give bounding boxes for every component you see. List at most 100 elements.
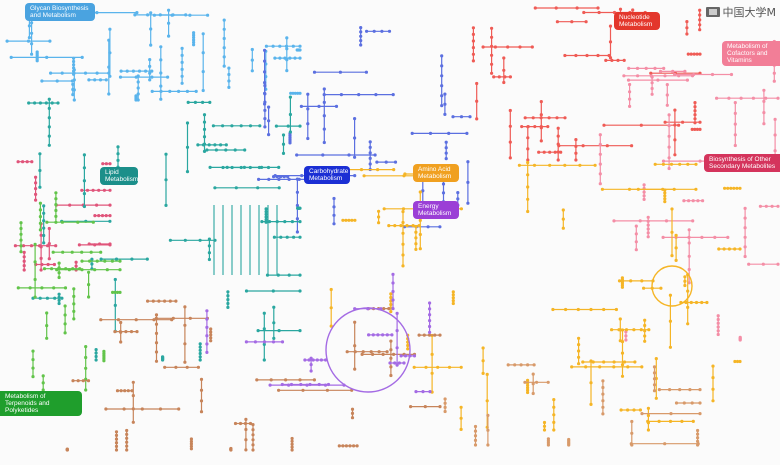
compound-node[interactable]: [80, 250, 84, 254]
compound-node[interactable]: [657, 388, 662, 392]
compound-node[interactable]: [642, 197, 646, 201]
compound-node[interactable]: [555, 20, 560, 24]
compound-node[interactable]: [47, 242, 51, 246]
compound-node[interactable]: [451, 301, 455, 306]
compound-node[interactable]: [91, 220, 95, 224]
compound-node[interactable]: [726, 186, 730, 190]
compound-node[interactable]: [471, 59, 475, 63]
compound-node[interactable]: [319, 358, 323, 362]
compound-node[interactable]: [225, 165, 229, 169]
compound-node[interactable]: [47, 116, 51, 120]
category-label-secondary-metabolites[interactable]: Biosynthesis of Other Secondary Metaboli…: [704, 154, 780, 172]
compound-node[interactable]: [152, 318, 156, 322]
compound-node[interactable]: [137, 69, 142, 73]
compound-node[interactable]: [39, 268, 43, 272]
compound-node[interactable]: [444, 140, 448, 144]
compound-node[interactable]: [202, 149, 207, 153]
compound-node[interactable]: [414, 242, 418, 246]
compound-node[interactable]: [598, 152, 602, 156]
compound-node[interactable]: [668, 388, 672, 392]
compound-node[interactable]: [61, 250, 65, 254]
compound-node[interactable]: [490, 62, 494, 66]
compound-node[interactable]: [417, 333, 421, 337]
compound-node[interactable]: [258, 124, 262, 128]
compound-node[interactable]: [84, 355, 88, 360]
compound-node[interactable]: [443, 401, 447, 405]
compound-node[interactable]: [291, 44, 295, 48]
compound-node[interactable]: [668, 319, 673, 323]
compound-node[interactable]: [673, 108, 677, 112]
compound-node[interactable]: [192, 38, 196, 42]
compound-node[interactable]: [111, 290, 115, 294]
compound-node[interactable]: [438, 405, 442, 409]
compound-node[interactable]: [209, 339, 213, 343]
compound-node[interactable]: [687, 228, 691, 232]
compound-node[interactable]: [517, 163, 522, 167]
compound-node[interactable]: [667, 156, 671, 160]
compound-node[interactable]: [738, 247, 742, 251]
compound-node[interactable]: [263, 84, 267, 88]
compound-node[interactable]: [244, 417, 248, 421]
compound-node[interactable]: [192, 31, 196, 35]
compound-node[interactable]: [632, 408, 636, 412]
compound-node[interactable]: [692, 72, 696, 77]
compound-node[interactable]: [250, 69, 254, 73]
compound-node[interactable]: [387, 29, 392, 33]
compound-node[interactable]: [260, 220, 264, 224]
compound-node[interactable]: [57, 292, 61, 296]
compound-node[interactable]: [159, 45, 163, 49]
compound-node[interactable]: [113, 303, 117, 307]
compound-node[interactable]: [192, 35, 196, 40]
compound-node[interactable]: [213, 186, 217, 190]
compound-node[interactable]: [542, 150, 546, 154]
compound-node[interactable]: [459, 427, 463, 431]
compound-node[interactable]: [622, 360, 627, 364]
compound-node[interactable]: [375, 160, 379, 164]
compound-node[interactable]: [430, 352, 434, 356]
compound-node[interactable]: [80, 259, 84, 263]
compound-node[interactable]: [347, 153, 351, 157]
compound-node[interactable]: [33, 277, 37, 282]
compound-node[interactable]: [441, 182, 446, 186]
compound-node[interactable]: [667, 145, 671, 149]
compound-node[interactable]: [481, 359, 485, 363]
compound-node[interactable]: [344, 444, 348, 448]
compound-node[interactable]: [685, 26, 689, 30]
compound-node[interactable]: [298, 273, 302, 277]
compound-node[interactable]: [184, 13, 188, 17]
compound-node[interactable]: [242, 165, 246, 169]
compound-node[interactable]: [689, 52, 693, 56]
compound-node[interactable]: [264, 210, 268, 214]
compound-node[interactable]: [693, 101, 697, 105]
compound-node[interactable]: [193, 100, 197, 104]
compound-node[interactable]: [585, 53, 589, 58]
compound-node[interactable]: [526, 386, 530, 390]
compound-node[interactable]: [642, 190, 646, 194]
compound-node[interactable]: [290, 448, 294, 452]
compound-node[interactable]: [54, 208, 58, 213]
compound-node[interactable]: [337, 444, 341, 448]
compound-node[interactable]: [652, 377, 657, 381]
compound-node[interactable]: [133, 13, 137, 17]
compound-node[interactable]: [414, 390, 418, 394]
compound-node[interactable]: [639, 328, 643, 332]
compound-node[interactable]: [610, 328, 614, 332]
compound-node[interactable]: [188, 316, 192, 320]
compound-node[interactable]: [45, 324, 49, 328]
compound-node[interactable]: [38, 228, 43, 232]
compound-node[interactable]: [353, 174, 357, 178]
compound-node[interactable]: [401, 220, 405, 225]
compound-node[interactable]: [389, 310, 393, 314]
compound-node[interactable]: [88, 259, 92, 263]
compound-node[interactable]: [205, 350, 209, 354]
compound-node[interactable]: [674, 246, 678, 250]
compound-node[interactable]: [244, 448, 248, 452]
compound-node[interactable]: [552, 420, 556, 424]
compound-node[interactable]: [738, 186, 742, 190]
compound-node[interactable]: [38, 101, 43, 105]
compound-node[interactable]: [263, 108, 267, 112]
compound-node[interactable]: [567, 443, 571, 447]
compound-node[interactable]: [322, 87, 326, 91]
compound-node[interactable]: [202, 135, 207, 139]
category-label-carbohydrate[interactable]: Carbohydrate Metabolism: [304, 166, 350, 184]
